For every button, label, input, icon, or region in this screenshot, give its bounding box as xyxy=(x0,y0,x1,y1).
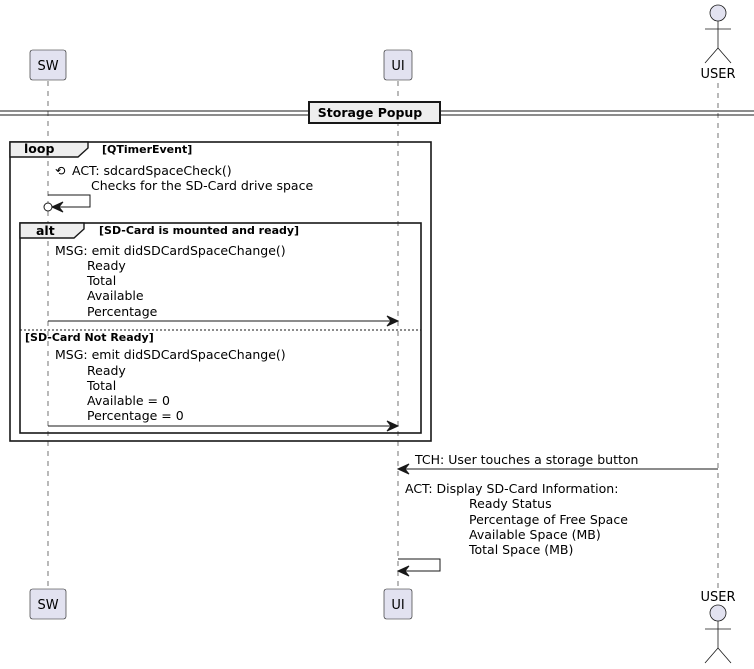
message-line: Available xyxy=(87,288,144,303)
alt-frame: alt [SD-Card is mounted and ready] [SD-C… xyxy=(19,222,422,434)
message-line: Ready xyxy=(87,258,126,273)
touch-message-label: TCH: User touches a storage button xyxy=(414,452,638,467)
participant-ui-bottom: UI xyxy=(383,588,413,620)
loop-keyword: loop xyxy=(24,141,54,156)
refresh-icon: ⟲ xyxy=(55,163,66,178)
self-message-note: Checks for the SD-Card drive space xyxy=(91,178,313,193)
participant-sw-top: SW xyxy=(29,49,67,81)
self-message-sdcard-check: ⟲ ACT: sdcardSpaceCheck() Checks for the… xyxy=(43,163,313,213)
divider-storage-popup: Storage Popup xyxy=(0,101,754,124)
message-line: Available = 0 xyxy=(87,393,170,408)
message-line: Percentage = 0 xyxy=(87,408,184,423)
message-line: Percentage xyxy=(87,304,158,319)
actor-user-top: USER xyxy=(700,4,736,82)
participant-sw-label: SW xyxy=(37,598,58,613)
self-message-display-info: ACT: Display SD-Card Information: Ready … xyxy=(396,481,628,577)
actor-user-label: USER xyxy=(700,67,735,82)
display-line: Available Space (MB) xyxy=(469,527,601,542)
divider-label: Storage Popup xyxy=(318,105,423,120)
display-line: Ready Status xyxy=(469,496,552,511)
alt-keyword: alt xyxy=(36,223,55,238)
self-message-label: ACT: sdcardSpaceCheck() xyxy=(72,163,232,178)
participant-ui-label: UI xyxy=(391,59,404,74)
message-line: MSG: emit didSDCardSpaceChange() xyxy=(55,347,286,362)
alt-condition-not-ready: [SD-Card Not Ready] xyxy=(25,331,154,344)
alt-condition-ready: [SD-Card is mounted and ready] xyxy=(99,224,299,237)
message-line: Total xyxy=(86,273,116,288)
actor-stick-figure-icon xyxy=(704,4,732,64)
participant-sw-bottom: SW xyxy=(29,588,67,620)
actor-stick-figure-icon xyxy=(704,604,732,664)
message-line: MSG: emit didSDCardSpaceChange() xyxy=(55,243,286,258)
participant-sw-label: SW xyxy=(37,59,58,74)
display-line: ACT: Display SD-Card Information: xyxy=(405,481,618,496)
message-space-change-ready: MSG: emit didSDCardSpaceChange() Ready T… xyxy=(48,243,400,327)
loop-frame: loop [QTimerEvent] xyxy=(9,141,432,442)
message-space-change-not-ready: MSG: emit didSDCardSpaceChange() Ready T… xyxy=(48,347,400,432)
message-line: Ready xyxy=(87,363,126,378)
participant-ui-top: UI xyxy=(383,49,413,81)
participant-ui-label: UI xyxy=(391,598,404,613)
loop-condition: [QTimerEvent] xyxy=(102,143,192,156)
actor-user-bottom: USER xyxy=(700,590,736,664)
actor-user-label: USER xyxy=(700,590,735,605)
message-line: Total xyxy=(86,378,116,393)
display-line: Total Space (MB) xyxy=(468,542,573,557)
display-line: Percentage of Free Space xyxy=(469,512,628,527)
message-user-touch: TCH: User touches a storage button xyxy=(396,452,718,475)
